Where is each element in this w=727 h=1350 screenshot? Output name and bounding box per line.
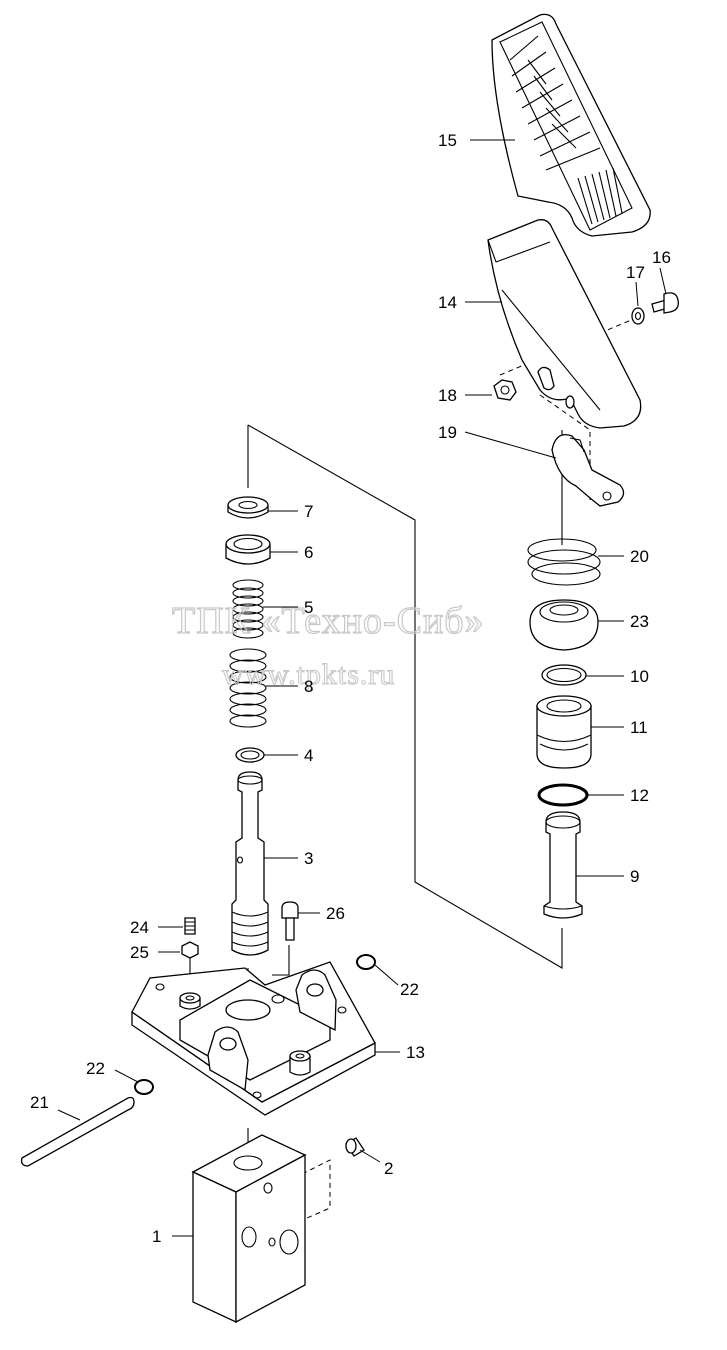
label-13: 13: [406, 1043, 425, 1062]
label-26: 26: [326, 904, 345, 923]
label-15: 15: [438, 131, 457, 150]
watermark-url: www.tpkts.ru: [222, 658, 395, 691]
label-8: 8: [304, 677, 313, 696]
watermark: ТПК «Техно-Сиб» www.tpkts.ru: [171, 599, 485, 691]
label-14: 14: [438, 293, 457, 312]
inner-spring-5-part: [232, 579, 264, 639]
cup-6-part: [225, 534, 271, 565]
label-4: 4: [304, 746, 313, 765]
plug-2-part: [345, 1137, 365, 1157]
nut-25-part: [181, 941, 199, 959]
label-6: 6: [304, 543, 313, 562]
leader-lines: [57, 139, 667, 1237]
ring-10-part: [541, 664, 587, 686]
o-ring-12-part: [537, 783, 589, 807]
valve-body-1-part: [191, 1134, 307, 1324]
lever-bracket-part: [551, 433, 625, 507]
pedal-arm-part: [487, 219, 642, 429]
label-22-right: 22: [400, 980, 419, 999]
washer-17-part: [631, 307, 645, 325]
snap-ring-22-left-part: [134, 1079, 154, 1095]
label-10: 10: [630, 667, 649, 686]
bushing-11-part: [536, 695, 592, 769]
label-3: 3: [304, 849, 313, 868]
label-9: 9: [630, 867, 639, 886]
watermark-company: ТПК «Техно-Сиб»: [172, 600, 485, 642]
nut-18-part: [493, 379, 517, 401]
pin-21-part: [20, 1096, 135, 1167]
label-16: 16: [652, 248, 671, 267]
label-20: 20: [630, 547, 649, 566]
plunger-3-part: [231, 771, 269, 956]
cap-screw-26-part: [281, 901, 299, 941]
label-22-left: 22: [86, 1059, 105, 1078]
label-25: 25: [130, 943, 149, 962]
outer-spring-8-part: [229, 648, 267, 728]
label-18: 18: [438, 386, 457, 405]
part-labels: 15 14 16 17 18 19 20 23 10 11 12 9 7 6 5…: [30, 131, 671, 1246]
washer-7-part: [227, 496, 269, 519]
piston-9-part: [543, 811, 583, 919]
snap-ring-22-right-part: [356, 954, 376, 970]
label-23: 23: [630, 612, 649, 631]
ring-4-part: [235, 747, 265, 763]
label-11: 11: [630, 718, 648, 737]
label-17: 17: [626, 263, 645, 282]
label-12: 12: [630, 786, 649, 805]
pedal-pad-part: [491, 13, 651, 237]
label-5: 5: [304, 598, 313, 617]
label-19: 19: [438, 423, 457, 442]
spring-20-part: [527, 538, 601, 586]
label-24: 24: [130, 918, 149, 937]
set-screw-24-part: [184, 917, 196, 935]
label-2: 2: [384, 1159, 393, 1178]
label-1: 1: [152, 1227, 161, 1246]
boot-23-part: [529, 599, 599, 651]
mounting-plate-13-part: [131, 961, 376, 1116]
bolt-16-part: [651, 292, 679, 314]
label-21: 21: [30, 1093, 49, 1112]
label-7: 7: [304, 502, 313, 521]
